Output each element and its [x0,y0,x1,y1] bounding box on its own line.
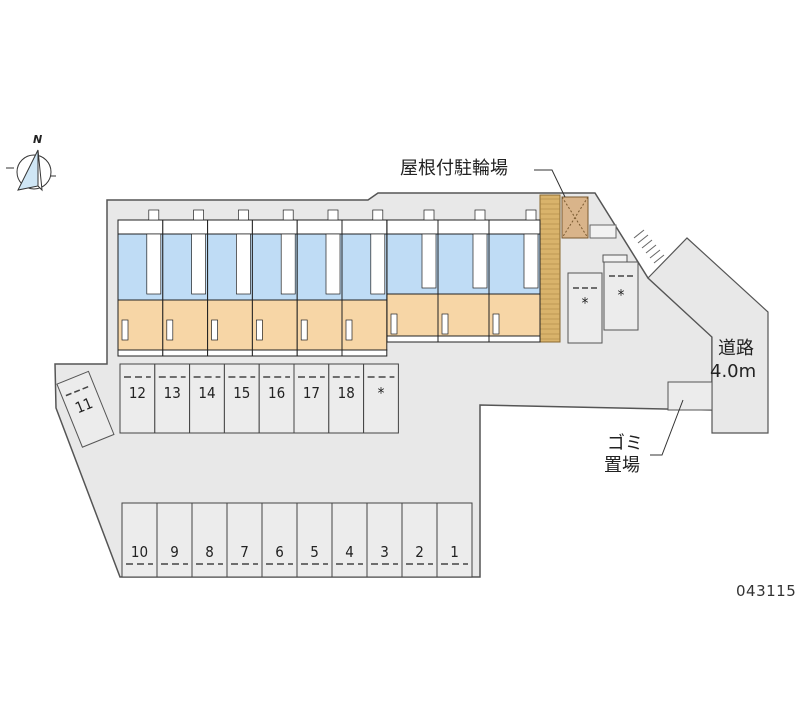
compass-north-label: N [33,133,42,146]
parking-slot-number: 18 [338,384,355,402]
parking-slot: 16 [258,363,295,434]
parking-slot: 2 [401,502,438,578]
parking-slot: 17 [293,363,330,434]
parking-slot-number: 12 [129,384,146,402]
road [647,237,769,434]
parking-row-bottom: 10 9 8 7 6 5 4 3 2 1 [121,502,473,578]
parking-slot: 14 [189,363,225,434]
apartment-unit [251,209,298,357]
brick-wall [539,194,561,343]
garbage-label-line2: 置場 [604,455,640,476]
parking-slot: 3 [366,502,403,578]
parking-slot-number: 6 [275,543,284,561]
parking-slot: * [363,363,399,434]
parking-slot: 9 [156,502,193,578]
apartment-unit [437,209,490,343]
covered-bicycle-parking [561,196,589,239]
parking-slot-right-1: * [582,294,589,312]
parking-slot-number: 10 [131,543,148,561]
property-code: 043115 [736,582,797,600]
garbage-label-line1: ゴミ [607,433,643,454]
parking-slot: 5 [296,502,333,578]
apartment-unit [341,209,388,357]
parking-slot-number: 4 [345,543,354,561]
parking-slot-number: 14 [198,384,215,402]
parking-slot: 10 [121,502,158,578]
parking-slot: 4 [331,502,368,578]
parking-slot-number: 5 [310,543,319,561]
apartment-unit [386,209,439,343]
parking-slot-number: 7 [240,543,249,561]
parking-slot-number: 13 [164,384,181,402]
parking-slot-number: 9 [170,543,179,561]
parking-slot: 12 [119,363,156,434]
parking-slot-number: 17 [303,384,320,402]
parking-slot-number: 8 [205,543,214,561]
apartment-unit [488,209,541,343]
apartment-unit [296,209,343,357]
stairs [633,229,665,264]
svg-text:11: 11 [73,394,96,417]
garbage-leader-line [650,399,684,456]
parking-slot-number: * [378,384,385,402]
parking-slot: 18 [328,363,365,434]
parking-slot: 6 [261,502,298,578]
north-compass-icon: N [6,133,56,192]
apartment-unit [162,209,209,357]
apartment-building [117,209,541,357]
road-label: 道路 [718,338,754,359]
parking-right: * * [567,254,639,344]
apartment-unit [207,209,253,357]
parking-slot-number: 1 [450,543,459,561]
parking-slot-number: 16 [268,384,285,402]
parking-slot: 13 [154,363,191,434]
parking-slot-number: 15 [233,384,250,402]
storage-box [589,224,617,239]
parking-row-top: 12 13 14 15 16 17 18 * [119,363,399,434]
bike-leader-line [534,169,566,198]
parking-slot-right-2: * [618,286,625,304]
apartment-unit [117,209,164,357]
parking-slot: 8 [191,502,228,578]
parking-slot-number: 3 [380,543,389,561]
parking-slot-number: 2 [415,543,424,561]
parking-slot-11: 11 [56,370,115,448]
parking-slot: 7 [226,502,263,578]
garbage-area [667,381,713,411]
bicycle-parking-label: 屋根付駐輪場 [400,158,508,179]
parking-slot: 1 [436,502,473,578]
parking-slot: 15 [223,363,260,434]
road-width-label: 4.0m [710,361,757,382]
